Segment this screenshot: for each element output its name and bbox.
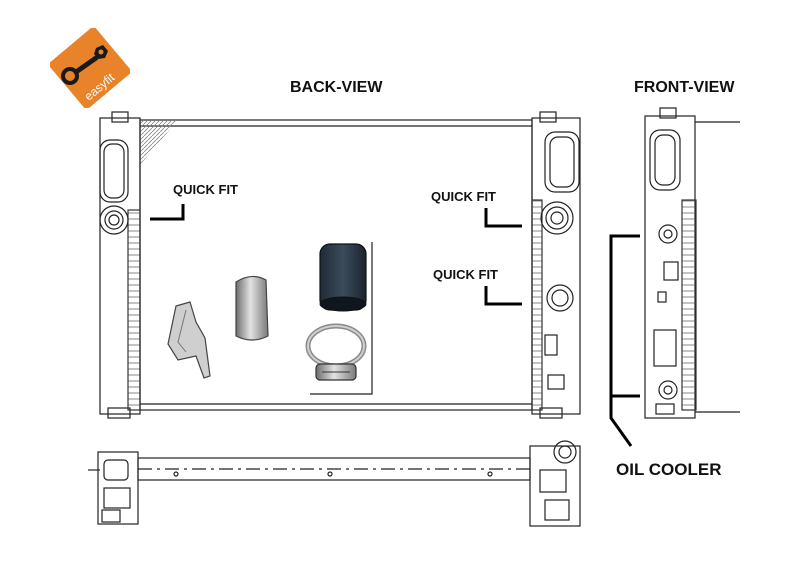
hatched-corner (140, 120, 178, 165)
oil-cooler-lower-port (658, 380, 678, 400)
oil-cooler-bracket (609, 234, 640, 447)
leader-line-right-top (484, 208, 522, 228)
oil-cooler-upper-port (658, 224, 678, 244)
brand-badge: easyfit (47, 25, 133, 111)
back-view-radiator (99, 111, 581, 419)
front-view-radiator (644, 107, 740, 419)
quick-fit-label-left: QUICK FIT (173, 182, 238, 197)
clamp-bracket (235, 275, 269, 341)
parts-inset (167, 242, 373, 395)
right-lower-quick-fit-port (546, 284, 574, 312)
front-view-title: FRONT-VIEW (634, 79, 735, 96)
leader-line-left (150, 204, 185, 221)
quick-fit-label-right-bottom: QUICK FIT (433, 267, 498, 282)
left-filler-opening (99, 139, 129, 203)
back-view-title: BACK-VIEW (290, 79, 383, 96)
brand-logo: easyfit (47, 25, 133, 111)
right-upper-quick-fit-port (540, 201, 574, 235)
front-filler-opening (649, 129, 681, 191)
oil-cooler-label: OIL COOLER (616, 460, 722, 479)
brand-diamond (47, 25, 133, 111)
top-view-radiator (88, 440, 581, 527)
left-quick-fit-port (99, 205, 129, 235)
top-view-right-tank (529, 445, 581, 527)
top-view-left-tank (97, 451, 139, 525)
leader-line-right-bottom (484, 286, 522, 306)
wrench-icon (61, 45, 108, 85)
quick-fit-label-right-top: QUICK FIT (431, 189, 496, 204)
hose-clamp (305, 323, 367, 381)
retaining-clip (167, 301, 211, 379)
right-filler-opening (544, 131, 580, 193)
